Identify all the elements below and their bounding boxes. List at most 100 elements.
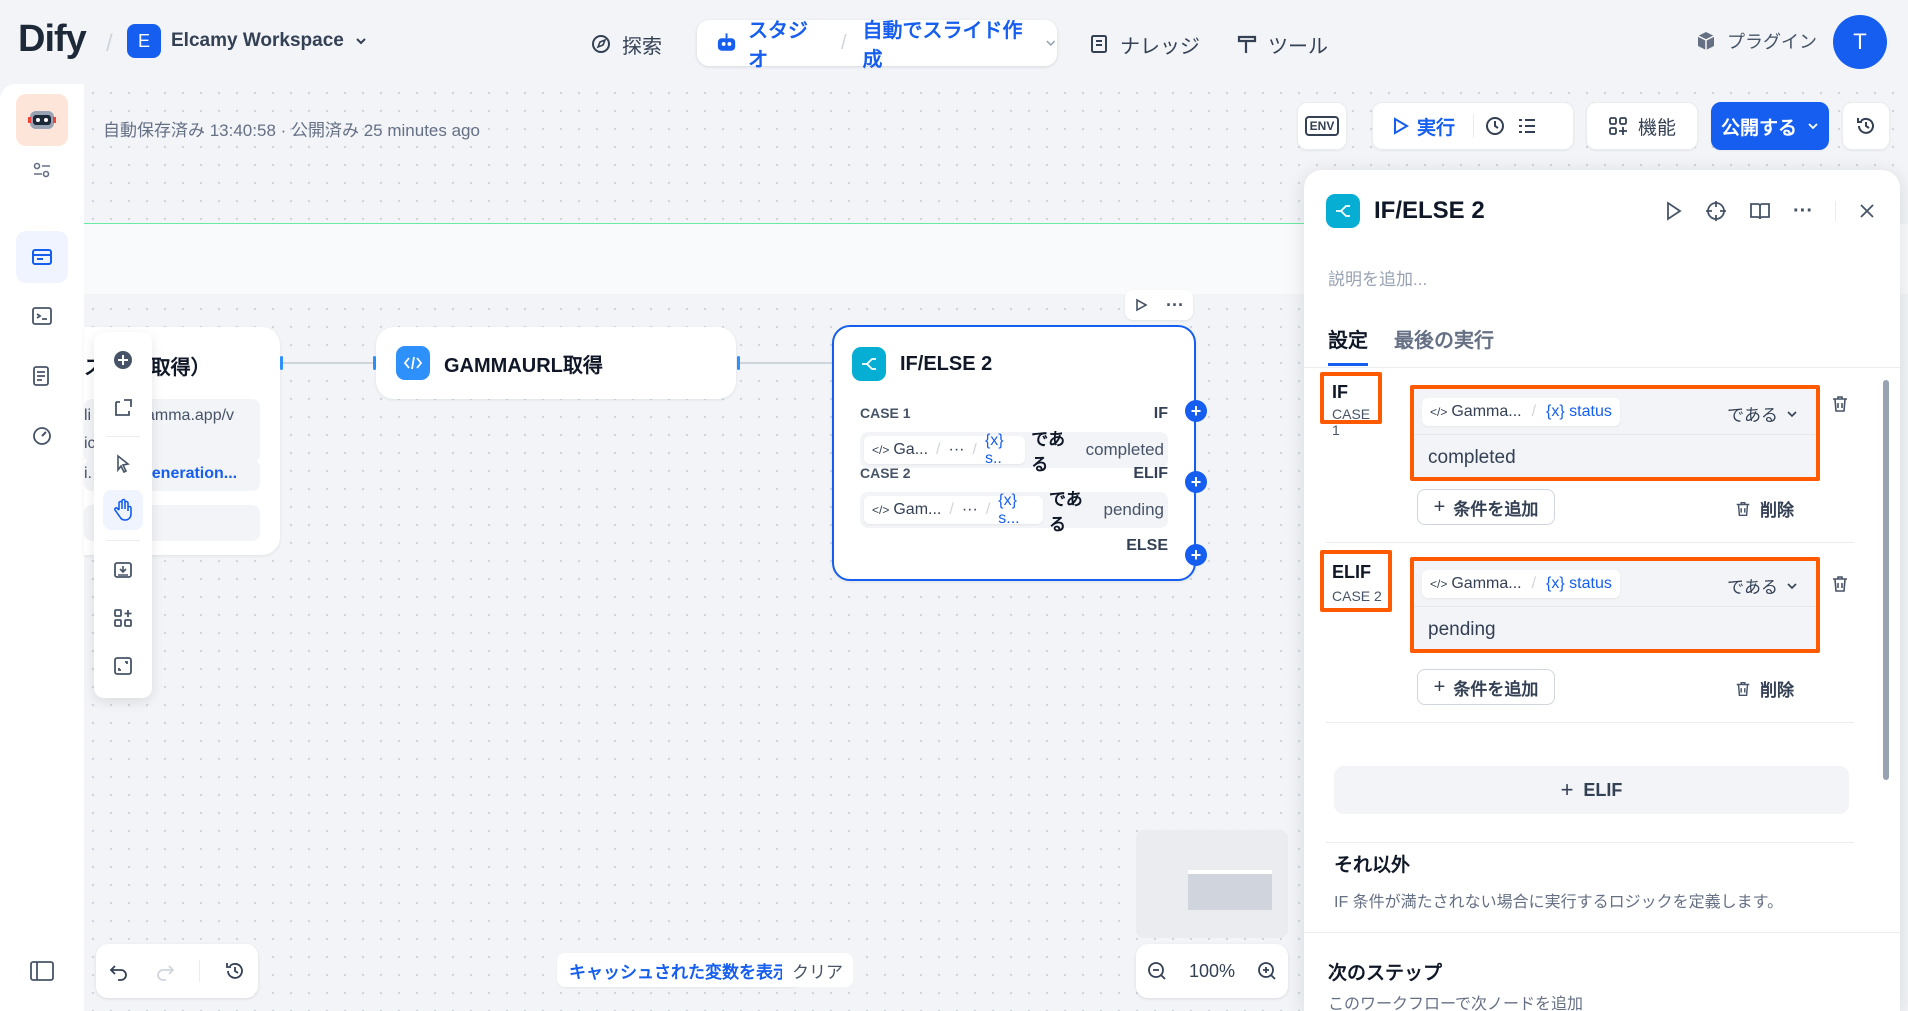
- node-handle[interactable]: [737, 356, 740, 370]
- app-icon[interactable]: [16, 94, 68, 146]
- book-icon: [1091, 35, 1107, 53]
- node-handle[interactable]: [280, 356, 283, 370]
- close-icon[interactable]: [1858, 202, 1876, 220]
- play-icon[interactable]: [1134, 298, 1148, 312]
- maximize-icon[interactable]: [103, 646, 143, 686]
- panel-title[interactable]: IF/ELSE 2: [1374, 197, 1485, 224]
- user-avatar[interactable]: T: [1833, 15, 1887, 69]
- workspace-selector[interactable]: E Elcamy Workspace: [127, 24, 368, 58]
- play-icon[interactable]: [1665, 201, 1683, 221]
- divider: [106, 540, 140, 541]
- nav-tools[interactable]: ツール: [1236, 24, 1328, 64]
- monitor-gauge-icon[interactable]: [16, 410, 68, 462]
- workflow-node-ifelse[interactable]: IF/ELSE 2 CASE 1 IF </> Ga... / ··· / {x…: [832, 325, 1196, 581]
- divider: [1835, 201, 1836, 221]
- minimap-viewport: [1188, 870, 1272, 910]
- workflow-node-gamma[interactable]: GAMMAURL取得: [376, 327, 736, 399]
- zoom-in-icon[interactable]: [1256, 960, 1278, 982]
- delete-case-button[interactable]: 削除: [1734, 676, 1794, 701]
- cube-icon: [1697, 32, 1715, 50]
- nav-plugins[interactable]: プラグイン: [1695, 28, 1817, 54]
- features-button[interactable]: 機能: [1586, 102, 1698, 150]
- edge[interactable]: [283, 362, 373, 364]
- add-condition-button[interactable]: + 条件を追加: [1417, 489, 1555, 525]
- history-icon[interactable]: [224, 960, 246, 982]
- clear-button[interactable]: クリア: [782, 953, 853, 987]
- condition-box: </> Gamma... / {x} status である completed: [1410, 385, 1820, 481]
- logs-icon[interactable]: [16, 350, 68, 402]
- branch-icon: [852, 347, 886, 381]
- robot-avatar-icon: [28, 111, 56, 129]
- node-title: GAMMAURL取得: [444, 354, 603, 377]
- variable-selector[interactable]: </> Gamma... / {x} status: [1422, 569, 1620, 598]
- plus-icon: +: [1433, 495, 1446, 518]
- history-run-icon[interactable]: [1484, 115, 1506, 137]
- version-history-button[interactable]: [1842, 102, 1890, 150]
- add-branch-plus-icon[interactable]: +: [1185, 400, 1207, 422]
- nav-knowledge[interactable]: ナレッジ: [1088, 24, 1200, 64]
- edge[interactable]: [740, 362, 832, 364]
- node-handle[interactable]: [373, 356, 376, 370]
- dify-logo[interactable]: Dify: [18, 18, 87, 60]
- hand-icon[interactable]: [103, 490, 143, 530]
- next-step-description: このワークフローで次ノードを追加: [1328, 996, 1584, 1011]
- checklist-icon[interactable]: [1516, 115, 1538, 137]
- trash-icon[interactable]: [1830, 394, 1850, 414]
- chevron-down-icon: [1787, 410, 1797, 417]
- divider: [1326, 542, 1854, 543]
- case-keyword-box: ELIF CASE 2: [1320, 550, 1392, 612]
- divider: [1473, 114, 1475, 138]
- nav-explore[interactable]: 探索: [590, 24, 662, 64]
- redo-icon[interactable]: [154, 960, 176, 982]
- env-button[interactable]: ENV: [1297, 102, 1347, 150]
- app-sidebar: [0, 84, 84, 1011]
- divider: [1326, 842, 1854, 843]
- node-mini-toolbar: ···: [1125, 290, 1193, 320]
- add-note-icon[interactable]: [103, 388, 143, 428]
- condition-value-input[interactable]: pending: [1428, 619, 1496, 640]
- condition-value-input[interactable]: completed: [1428, 447, 1516, 468]
- add-condition-button[interactable]: + 条件を追加: [1417, 669, 1555, 705]
- auto-layout-icon[interactable]: [103, 598, 143, 638]
- delete-case-button[interactable]: 削除: [1734, 496, 1794, 521]
- collapse-sidebar-icon[interactable]: [16, 945, 68, 997]
- add-branch-plus-icon[interactable]: +: [1185, 544, 1207, 566]
- more-icon[interactable]: ···: [1793, 200, 1813, 222]
- breadcrumb-separator: /: [106, 30, 113, 57]
- add-elif-button[interactable]: + ELIF: [1334, 766, 1849, 814]
- case-keyword: ELIF: [1133, 465, 1168, 482]
- pointer-icon[interactable]: [103, 444, 143, 484]
- add-node-icon[interactable]: [103, 340, 143, 380]
- chevron-down-icon: [1046, 40, 1056, 47]
- more-icon[interactable]: ···: [1166, 295, 1184, 315]
- tab-last-run[interactable]: 最後の実行: [1394, 330, 1494, 352]
- zoom-out-icon[interactable]: [1146, 960, 1168, 982]
- app-name[interactable]: 自動でスライド作成: [862, 20, 1023, 71]
- code-icon: </>: [1430, 404, 1448, 419]
- settings-sliders-icon[interactable]: [16, 144, 68, 196]
- show-cached-variables-button[interactable]: キャッシュされた変数を表示: [557, 953, 802, 987]
- minimap[interactable]: [1136, 830, 1288, 938]
- add-branch-plus-icon[interactable]: +: [1185, 471, 1207, 493]
- divider: [1304, 367, 1900, 368]
- zoom-level[interactable]: 100%: [1188, 960, 1235, 981]
- operator-select[interactable]: である: [1727, 401, 1798, 426]
- tab-settings[interactable]: 設定: [1328, 324, 1368, 366]
- nav-studio[interactable]: スタジオ / 自動でスライド作成: [697, 20, 1057, 71]
- export-image-icon[interactable]: [103, 550, 143, 590]
- operator-select[interactable]: である: [1727, 573, 1798, 598]
- crosshair-icon[interactable]: [1705, 200, 1727, 222]
- orchestrate-icon[interactable]: [16, 231, 68, 283]
- trash-icon[interactable]: [1830, 574, 1850, 594]
- condition-row: </> Ga... / ··· / {x} s.. である completed: [860, 430, 1168, 474]
- api-terminal-icon[interactable]: [16, 290, 68, 342]
- variable-selector[interactable]: </> Gamma... / {x} status: [1422, 397, 1620, 426]
- workspace-name: Elcamy Workspace: [171, 30, 344, 51]
- run-button[interactable]: 実行: [1393, 113, 1455, 140]
- undo-icon[interactable]: [108, 960, 130, 982]
- panel-scrollbar[interactable]: [1883, 380, 1889, 780]
- book-open-icon[interactable]: [1749, 200, 1771, 222]
- else-description: IF 条件が満たされない場合に実行するロジックを定義します。: [1334, 894, 1784, 911]
- description-input[interactable]: 説明を追加...: [1328, 270, 1428, 289]
- publish-button[interactable]: 公開する: [1711, 102, 1829, 150]
